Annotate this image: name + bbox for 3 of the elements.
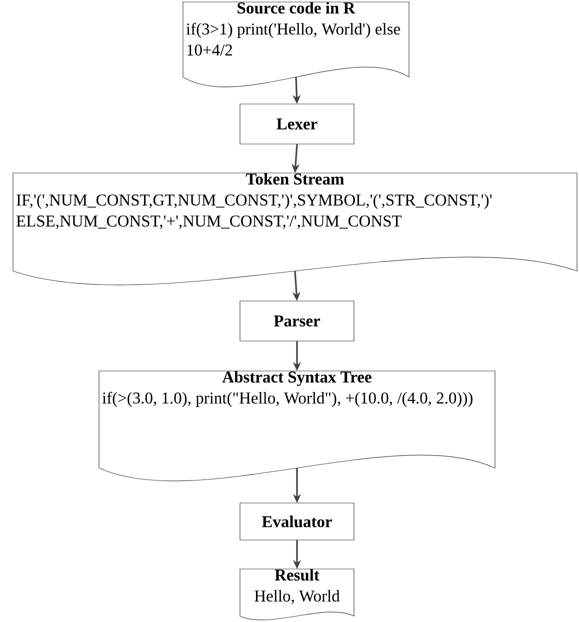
process-box: Parser (240, 300, 354, 342)
process-box: Evaluator (240, 502, 354, 540)
process-box: Lexer (240, 104, 354, 144)
